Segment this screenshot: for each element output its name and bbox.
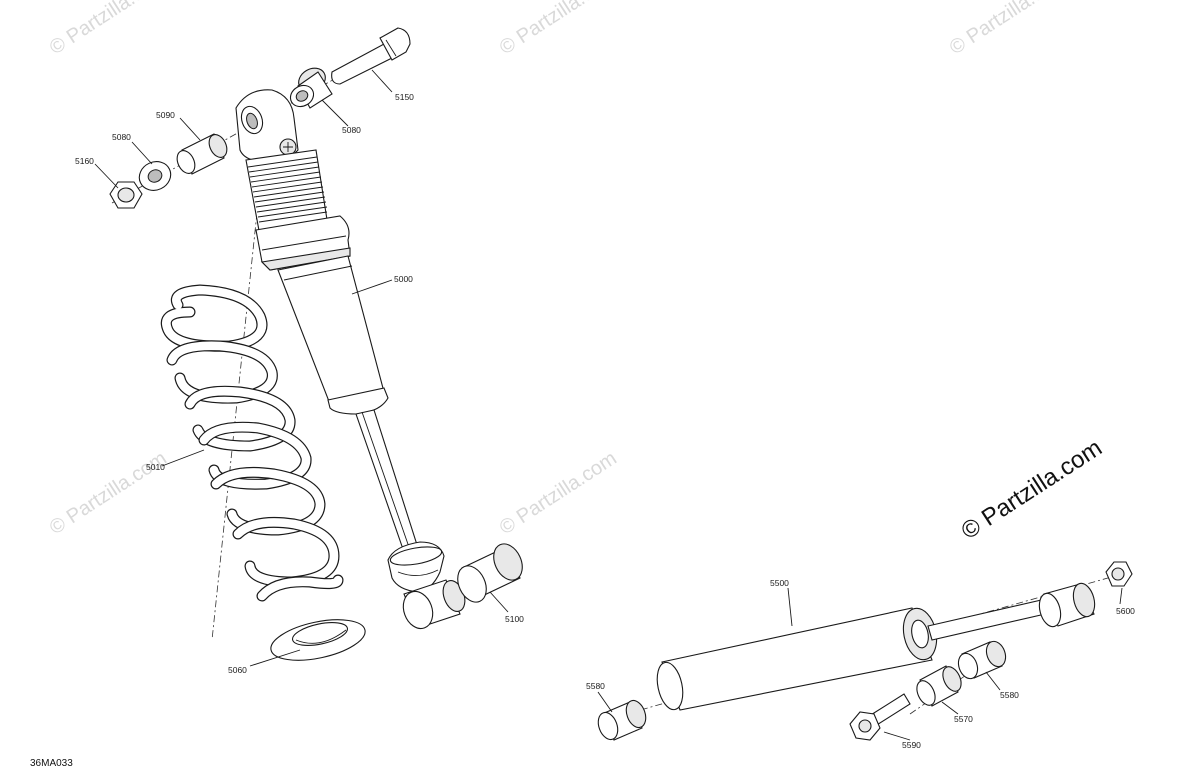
brand-watermark: © Partzilla.com [957,434,1107,545]
nut-5600 [1105,561,1133,587]
bushing-5580-left [597,699,647,741]
callout-5600: 5600 [1116,606,1135,616]
spring-5010 [160,284,344,602]
callout-5150: 5150 [395,92,414,102]
callout-5010: 5010 [146,462,165,472]
bushing-5580-right [957,640,1007,680]
callout-5060: 5060 [228,665,247,675]
watermarks: © Partzilla.com © Partzilla.com © Partzi… [46,0,1071,539]
thread-lines [247,156,328,223]
callout-5080-left: 5080 [112,132,131,142]
washer-5080-left [138,161,172,191]
bushing-5080-top [289,67,333,109]
bolt-5590 [849,693,911,741]
damper-5500 [656,582,1096,711]
callout-5570: 5570 [954,714,973,724]
callout-5590: 5590 [902,740,921,750]
callout-5100: 5100 [505,614,524,624]
callout-5500: 5500 [770,578,789,588]
watermark-2: © Partzilla.com [496,0,621,59]
callout-5160: 5160 [75,156,94,166]
bolt-5150 [331,27,411,85]
shock-absorber-5000 [235,89,466,630]
callout-5090: 5090 [156,110,175,120]
spring-seat-5060 [270,619,366,661]
watermark-1: © Partzilla.com [46,0,171,59]
callout-5080-top: 5080 [342,125,361,135]
callout-labels: 5150 5080 5090 5080 5160 5000 5010 5100 … [75,92,1135,750]
watermark-5: © Partzilla.com [496,447,621,539]
bushing-5100 [457,543,523,603]
nut-5160 [109,181,143,209]
figure-reference: 36MA033 [30,758,73,769]
spacer-5090 [176,133,228,175]
spacer-5570 [916,665,962,707]
watermark-3: © Partzilla.com [946,0,1071,59]
callout-5000: 5000 [394,274,413,284]
leader-lines [94,69,1123,741]
callout-5580-left: 5580 [586,681,605,691]
callout-5580-right: 5580 [1000,690,1019,700]
